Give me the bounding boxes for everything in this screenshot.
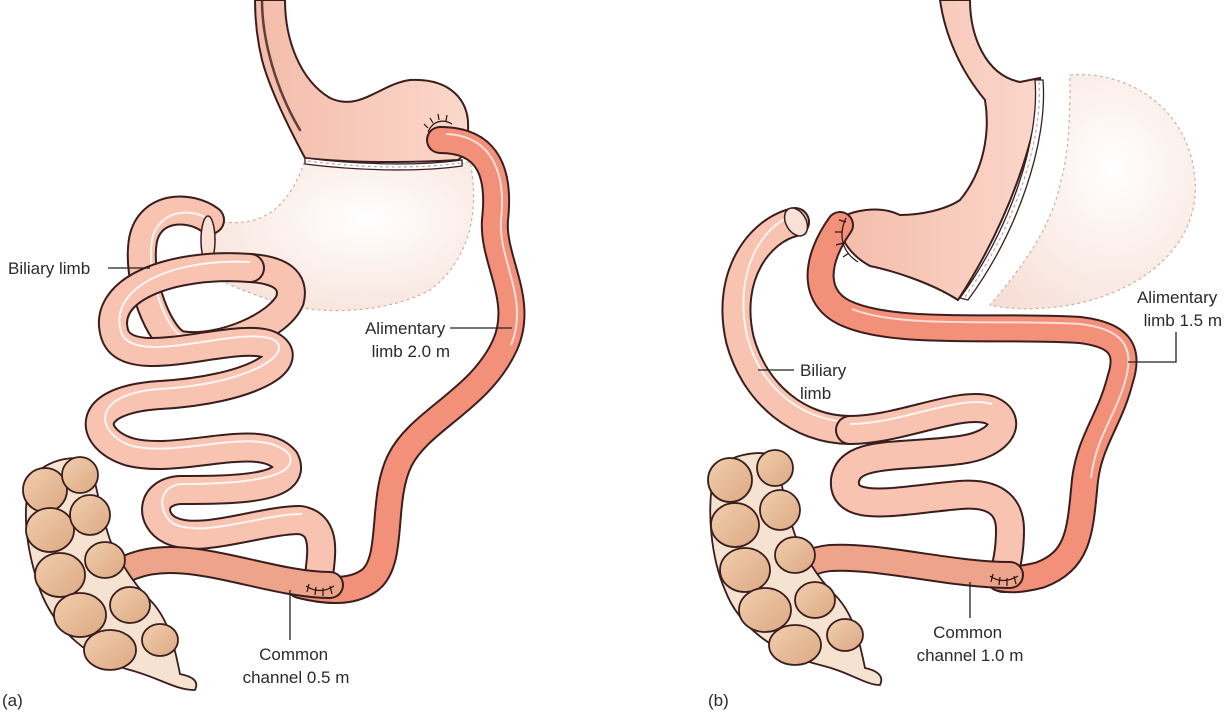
label-alimentary-line1-a: Alimentary — [365, 319, 446, 338]
label-alimentary-limb-b: Alimentary limb 1.5 m — [1137, 288, 1222, 330]
label-common-line2-a: channel 0.5 m — [243, 668, 350, 687]
label-alimentary-line1-b: Alimentary — [1137, 288, 1218, 307]
label-biliary-line1-b: Biliary — [800, 361, 847, 380]
panel-label-a: (a) — [2, 691, 23, 710]
panel-label-b: (b) — [708, 691, 729, 710]
label-common-line1-a: Common — [259, 645, 328, 664]
excluded-stomach-a — [205, 160, 474, 311]
gastric-sleeve-b — [838, 0, 1040, 300]
label-alimentary-line2-b: limb 1.5 m — [1144, 311, 1222, 330]
label-biliary-limb-b: Biliary limb — [800, 361, 851, 403]
panel-b: Biliary limb Alimentary limb 1.5 m Commo… — [708, 0, 1222, 710]
label-common-line1-b: Common — [933, 623, 1002, 642]
label-common-channel-a: Common channel 0.5 m — [243, 645, 350, 687]
panel-a: Biliary limb Alimentary limb 2.0 m Commo… — [2, 0, 517, 710]
common-channel-b — [790, 558, 1010, 575]
label-alimentary-limb-a: Alimentary limb 2.0 m — [365, 319, 450, 361]
label-biliary-limb-a: Biliary limb — [8, 259, 90, 278]
common-channel-a — [110, 560, 330, 585]
label-common-channel-b: Common channel 1.0 m — [917, 623, 1024, 665]
label-common-line2-b: channel 1.0 m — [917, 646, 1024, 665]
label-alimentary-line2-a: limb 2.0 m — [372, 342, 450, 361]
label-biliary-line2-b: limb — [800, 384, 831, 403]
